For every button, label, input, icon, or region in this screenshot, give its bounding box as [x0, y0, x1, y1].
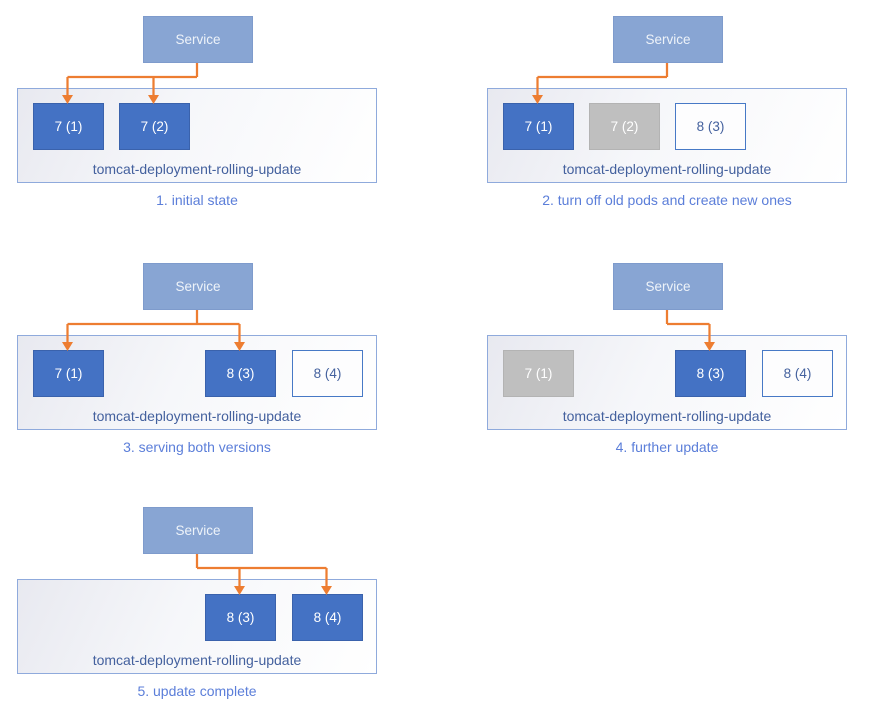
pod-node-7-1-terminated: 7 (1) — [503, 350, 574, 397]
pod-node-8-4-pending: 8 (4) — [762, 350, 833, 397]
pod-label: 7 (1) — [54, 119, 83, 134]
pod-node-8-3-pending: 8 (3) — [675, 103, 746, 150]
pod-label: 7 (2) — [610, 119, 639, 134]
panel-caption: 3. serving both versions — [123, 439, 271, 455]
deployment-box: 7 (1) 7 (2) 8 (3) tomcat-deployment-roll… — [487, 88, 847, 183]
deployment-label: tomcat-deployment-rolling-update — [562, 408, 772, 424]
pod-node-8-3: 8 (3) — [205, 594, 276, 641]
deployment-box: 7 (1) 7 (2) tomcat-deployment-rolling-up… — [17, 88, 377, 183]
pod-label: 7 (2) — [140, 119, 169, 134]
service-label: Service — [175, 32, 221, 47]
pod-label: 7 (1) — [54, 366, 83, 381]
service-label: Service — [645, 32, 691, 47]
deployment-label: tomcat-deployment-rolling-update — [92, 652, 302, 668]
service-node: Service — [143, 507, 253, 554]
deployment-box: 7 (1) 8 (3) 8 (4) tomcat-deployment-roll… — [487, 335, 847, 430]
pod-label: 7 (1) — [524, 366, 553, 381]
panel-caption: 2. turn off old pods and create new ones — [542, 192, 792, 208]
pod-label: 8 (4) — [313, 366, 342, 381]
pod-label: 8 (4) — [313, 610, 342, 625]
deployment-box: 8 (3) 8 (4) tomcat-deployment-rolling-up… — [17, 579, 377, 674]
pod-node-8-3: 8 (3) — [675, 350, 746, 397]
pod-node-7-1: 7 (1) — [503, 103, 574, 150]
panel-caption: 4. further update — [615, 439, 719, 455]
pod-node-8-4: 8 (4) — [292, 594, 363, 641]
pod-label: 8 (3) — [696, 366, 725, 381]
service-label: Service — [175, 523, 221, 538]
pod-label: 8 (3) — [696, 119, 725, 134]
service-node: Service — [613, 16, 723, 63]
pod-label: 8 (4) — [783, 366, 812, 381]
panel-caption: 5. update complete — [137, 683, 257, 699]
service-node: Service — [143, 263, 253, 310]
panel-update-complete: Service 8 (3) 8 (4) tomcat-deployment-ro… — [0, 491, 470, 718]
pod-label: 8 (3) — [226, 366, 255, 381]
pod-node-8-4-pending: 8 (4) — [292, 350, 363, 397]
pod-node-8-3: 8 (3) — [205, 350, 276, 397]
panel-further-update: Service 7 (1) 8 (3) 8 (4) tomcat-deploym… — [470, 247, 870, 477]
deployment-box: 7 (1) 8 (3) 8 (4) tomcat-deployment-roll… — [17, 335, 377, 430]
service-node: Service — [143, 16, 253, 63]
pod-node-7-1: 7 (1) — [33, 103, 104, 150]
deployment-label: tomcat-deployment-rolling-update — [92, 161, 302, 177]
panel-serving-both-versions: Service 7 (1) 8 (3) 8 (4) tomcat-deploym… — [0, 247, 470, 477]
deployment-label: tomcat-deployment-rolling-update — [92, 408, 302, 424]
panel-caption: 1. initial state — [156, 192, 238, 208]
service-label: Service — [645, 279, 691, 294]
pod-node-7-1: 7 (1) — [33, 350, 104, 397]
panel-turn-off-old-pods: Service 7 (1) 7 (2) 8 (3) tomcat-deploym… — [470, 0, 870, 230]
service-label: Service — [175, 279, 221, 294]
pod-node-7-2-terminated: 7 (2) — [589, 103, 660, 150]
service-node: Service — [613, 263, 723, 310]
pod-node-7-2: 7 (2) — [119, 103, 190, 150]
deployment-label: tomcat-deployment-rolling-update — [562, 161, 772, 177]
panel-initial-state: Service 7 (1) 7 (2) tomcat-deployment-ro… — [0, 0, 470, 230]
pod-label: 8 (3) — [226, 610, 255, 625]
pod-label: 7 (1) — [524, 119, 553, 134]
